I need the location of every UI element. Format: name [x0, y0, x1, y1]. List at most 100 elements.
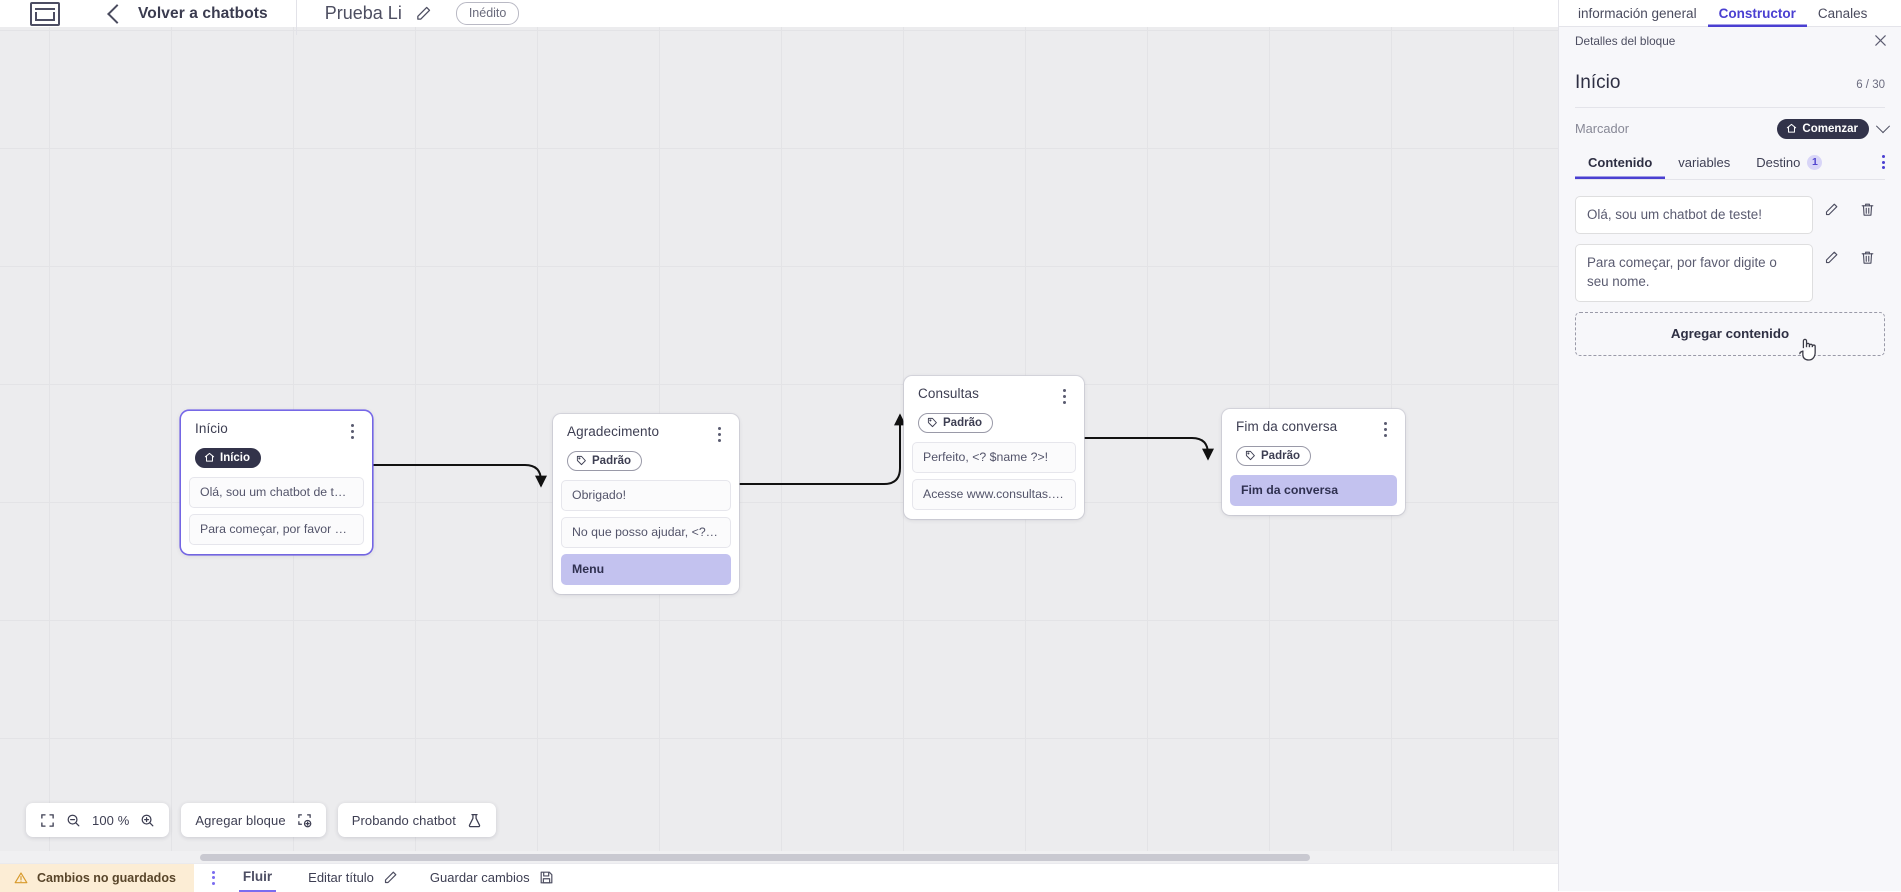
save-changes-button[interactable]: Guardar cambios	[430, 870, 554, 885]
pencil-icon[interactable]	[415, 5, 432, 22]
message-text[interactable]: Para começar, por favor digite o seu nom…	[1575, 244, 1813, 302]
node-tag-label: Padrão	[1261, 450, 1300, 462]
tab-informacion-general[interactable]: información general	[1567, 0, 1708, 27]
node-items: Olá, sou um chatbot de teste! Para começ…	[181, 477, 372, 545]
node-tag-badge[interactable]: Padrão	[567, 451, 642, 471]
kebab-menu-icon[interactable]	[1057, 386, 1071, 404]
node-tag-badge[interactable]: Início	[195, 448, 261, 468]
marker-label: Marcador	[1575, 121, 1629, 136]
chevron-left-icon[interactable]	[107, 4, 127, 24]
node-item[interactable]: Fim da conversa	[1230, 475, 1397, 506]
message-actions	[1813, 196, 1885, 217]
destino-count-badge: 1	[1807, 155, 1822, 170]
warning-triangle-icon	[14, 871, 28, 884]
tab-variables-label: variables	[1678, 155, 1730, 170]
pencil-icon[interactable]	[1813, 202, 1849, 217]
marker-badge-label: Comenzar	[1802, 123, 1858, 135]
node-tag-badge[interactable]: Padrão	[1236, 446, 1311, 466]
flow-node-fim-da-conversa[interactable]: Fim da conversa Padrão Fim da conversa	[1222, 409, 1405, 515]
panel-header: Detalles del bloque	[1559, 27, 1901, 54]
flask-icon	[467, 813, 482, 828]
node-title: Início	[195, 421, 228, 436]
zoom-controls: 100 %	[26, 803, 169, 837]
fit-screen-icon[interactable]	[40, 813, 55, 828]
node-item[interactable]: No que posso ajudar, <? $name ...	[561, 517, 731, 548]
node-header: Início	[181, 421, 372, 439]
project-name: Prueba Li	[325, 3, 402, 24]
node-items: Fim da conversa	[1222, 475, 1405, 506]
pencil-icon	[383, 870, 398, 885]
node-item[interactable]: Para começar, por favor digite o ...	[189, 514, 364, 545]
trash-icon[interactable]	[1849, 250, 1885, 265]
tab-destino[interactable]: Destino 1	[1743, 155, 1835, 179]
home-icon	[204, 452, 215, 463]
tag-icon	[576, 455, 587, 466]
tab-contenido[interactable]: Contenido	[1575, 155, 1665, 179]
node-tag-label: Início	[220, 452, 250, 464]
home-icon	[1786, 123, 1797, 134]
block-count: 6 / 30	[1856, 79, 1885, 91]
node-item[interactable]: Acesse www.consultas.com par...	[912, 479, 1076, 510]
panel-top-tabs: información general Constructor Canales	[1559, 0, 1901, 27]
zoom-out-icon[interactable]	[66, 813, 81, 828]
tag-icon	[1245, 450, 1256, 461]
bottom-bar: Cambios no guardados Fluir Editar título…	[0, 863, 1558, 891]
kebab-menu-icon[interactable]	[1882, 155, 1885, 178]
divider	[296, 0, 297, 35]
node-header: Consultas	[904, 386, 1084, 404]
kebab-menu-icon[interactable]	[1378, 419, 1392, 437]
horizontal-scrollbar[interactable]	[0, 851, 1558, 863]
trash-icon[interactable]	[1849, 202, 1885, 217]
add-content-button[interactable]: Agregar contenido	[1575, 312, 1885, 356]
message-text[interactable]: Olá, sou um chatbot de teste!	[1575, 196, 1813, 234]
content-message-row: Para começar, por favor digite o seu nom…	[1575, 244, 1885, 302]
kebab-menu-icon[interactable]	[712, 424, 726, 442]
chevron-down-icon[interactable]	[1876, 119, 1890, 133]
tab-variables[interactable]: variables	[1665, 155, 1743, 179]
marker-row: Marcador Comenzar	[1559, 108, 1901, 139]
kebab-menu-icon[interactable]	[212, 871, 215, 885]
zoom-in-icon[interactable]	[140, 813, 155, 828]
flow-node-agradecimento[interactable]: Agradecimento Padrão Obrigado! No que po…	[553, 414, 739, 594]
flow-canvas[interactable]: Início Início Olá, sou um chatbot de tes…	[0, 27, 1558, 863]
node-header: Agradecimento	[553, 424, 739, 442]
panel-sub-tabs: Contenido variables Destino 1	[1575, 155, 1885, 180]
tab-fluir[interactable]: Fluir	[239, 864, 276, 892]
block-details-panel: información general Constructor Canales …	[1558, 0, 1901, 891]
node-title: Fim da conversa	[1236, 419, 1337, 434]
flow-node-consultas[interactable]: Consultas Padrão Perfeito, <? $name ?>! …	[904, 376, 1084, 519]
kebab-menu-icon[interactable]	[345, 421, 359, 439]
scrollbar-thumb[interactable]	[200, 854, 1310, 861]
node-item[interactable]: Menu	[561, 554, 731, 585]
marker-badge[interactable]: Comenzar	[1777, 119, 1869, 139]
tab-constructor[interactable]: Constructor	[1708, 0, 1807, 27]
node-tag-row: Padrão	[1222, 437, 1405, 466]
node-item[interactable]: Obrigado!	[561, 480, 731, 511]
add-block-button[interactable]: Agregar bloque	[181, 803, 325, 837]
test-chatbot-button[interactable]: Probando chatbot	[338, 803, 496, 837]
node-items: Obrigado! No que posso ajudar, <? $name …	[553, 480, 739, 585]
node-item[interactable]: Perfeito, <? $name ?>!	[912, 442, 1076, 473]
node-item[interactable]: Olá, sou um chatbot de teste!	[189, 477, 364, 508]
node-tag-badge[interactable]: Padrão	[918, 413, 993, 433]
edit-title-button[interactable]: Editar título	[308, 870, 398, 885]
tab-contenido-label: Contenido	[1588, 155, 1652, 170]
app-logo-icon[interactable]	[30, 2, 60, 26]
tab-destino-label: Destino	[1756, 155, 1800, 170]
back-to-chatbots-link[interactable]: Volver a chatbots	[138, 5, 268, 23]
flow-node-inicio[interactable]: Início Início Olá, sou um chatbot de tes…	[181, 411, 372, 554]
close-icon[interactable]	[1873, 33, 1888, 48]
pencil-icon[interactable]	[1813, 250, 1849, 265]
floppy-disk-icon	[539, 870, 554, 885]
panel-content: Olá, sou um chatbot de teste! Para começ…	[1559, 180, 1901, 356]
zoom-level: 100 %	[92, 813, 129, 828]
panel-header-label: Detalles del bloque	[1575, 34, 1675, 48]
node-tag-label: Padrão	[943, 417, 982, 429]
tab-canales[interactable]: Canales	[1807, 0, 1879, 27]
top-bar: Volver a chatbots Prueba Li Inédito	[0, 0, 1558, 27]
canvas-toolbar: 100 % Agregar bloque Probando chatbot	[26, 803, 496, 837]
message-actions	[1813, 244, 1885, 265]
node-tag-row: Padrão	[904, 404, 1084, 433]
node-header: Fim da conversa	[1222, 419, 1405, 437]
node-tag-row: Padrão	[553, 442, 739, 471]
